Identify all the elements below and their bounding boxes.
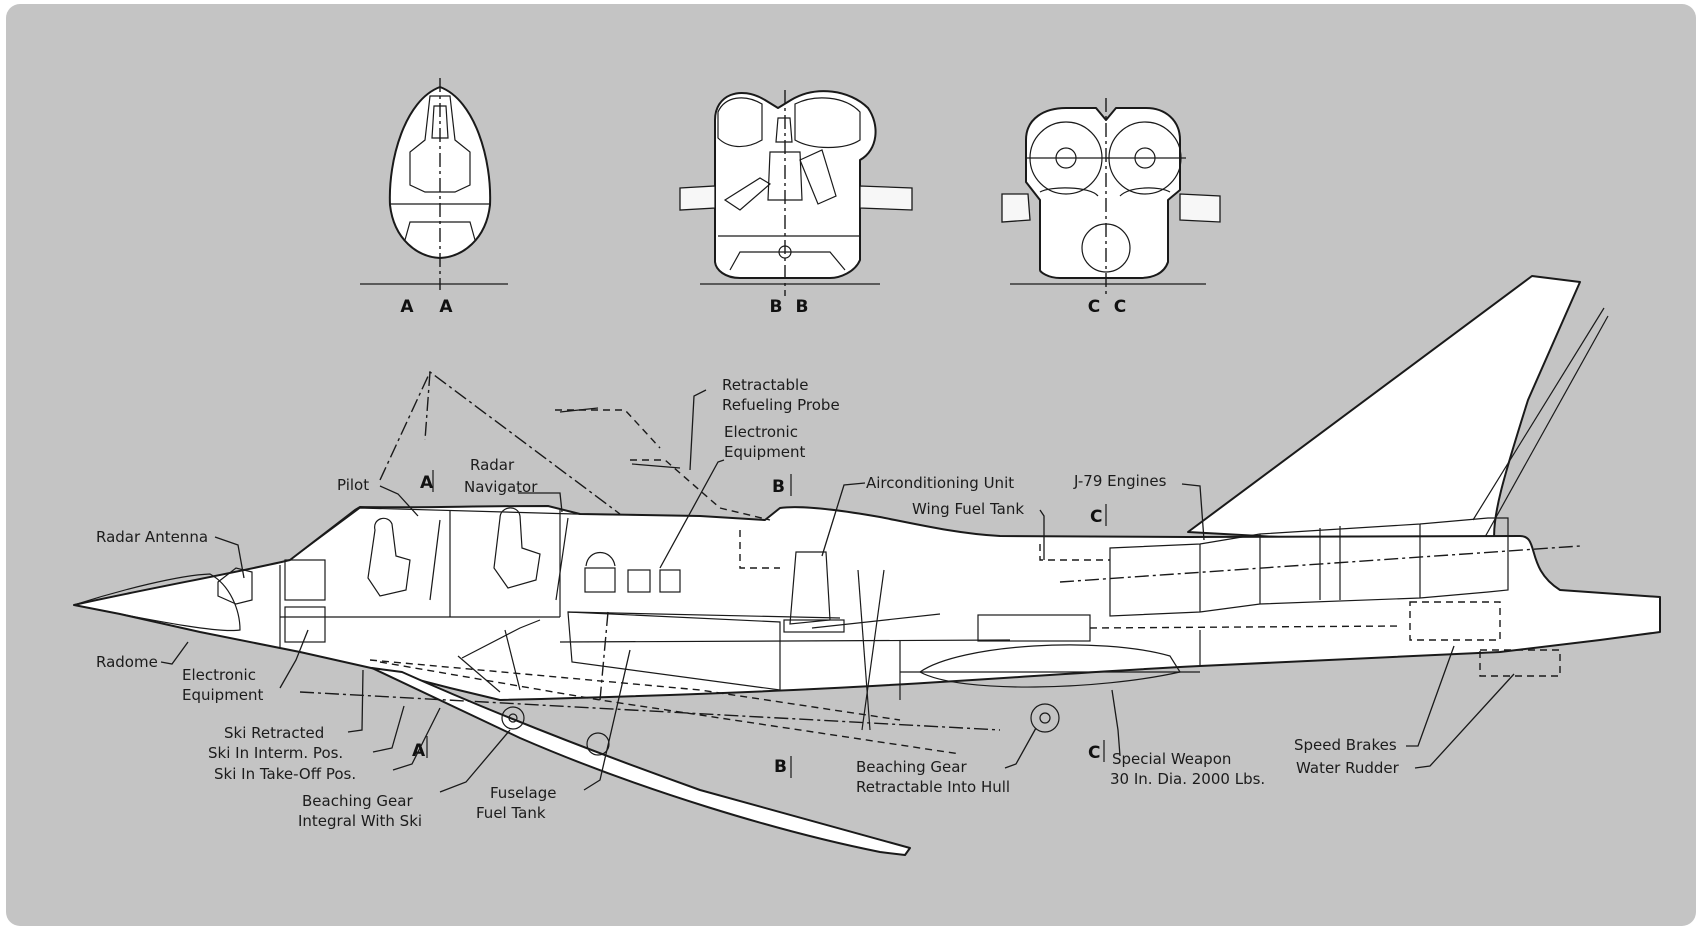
hydro-ski [299,569,1060,856]
marker-c-bottom: C [1088,743,1100,763]
label-water-rudder: Water Rudder [1296,759,1400,777]
label-refueling-probe-line2: Refueling Probe [722,396,840,414]
vertical-tail-fin [1187,275,1581,549]
diagram-panel: A A B B C C [6,4,1696,926]
label-ski-takeoff: Ski In Take-Off Pos. [214,765,356,783]
label-radome: Radome [96,653,158,671]
callout-leaders [160,389,1515,793]
label-wing-fuel-tank: Wing Fuel Tank [912,500,1024,518]
label-j79-engines: J-79 Engines [1073,472,1167,490]
label-beaching-gear-hull-line2: Retractable Into Hull [856,778,1010,796]
label-speed-brakes: Speed Brakes [1294,736,1397,754]
label-fuselage-fuel-tank-line1: Fuselage [490,784,556,802]
marker-c-top: C [1090,507,1102,527]
label-beaching-gear-hull-line1: Beaching Gear [856,758,967,776]
label-radar-navigator-line1: Radar [470,456,515,474]
section-c-right-letter: C [1114,297,1126,317]
section-b-left-letter: B [770,297,783,317]
label-special-weapon-line1: Special Weapon [1112,750,1231,768]
label-electronic-equipment-lower-line1: Electronic [182,666,256,684]
label-pilot: Pilot [337,476,369,494]
label-ski-interm: Ski In Interm. Pos. [208,744,343,762]
section-b-right-letter: B [796,297,809,317]
marker-b-bottom: B [774,757,787,777]
label-electronic-equipment-upper-line1: Electronic [724,423,798,441]
section-a-right-letter: A [439,297,453,317]
label-airconditioning-unit: Airconditioning Unit [866,474,1014,492]
label-radar-navigator-line2: Navigator [464,478,538,496]
label-radar-antenna: Radar Antenna [96,528,208,546]
marker-b-top: B [772,477,785,497]
aircraft-side-view [73,275,1661,701]
label-ski-retracted: Ski Retracted [224,724,324,742]
section-b-view: B B [679,90,913,317]
label-electronic-equipment-lower-line2: Equipment [182,686,264,704]
label-beaching-gear-ski-line1: Beaching Gear [302,792,413,810]
label-fuselage-fuel-tank-line2: Fuel Tank [476,804,546,822]
aircraft-cutaway-drawing: A A B B C C [73,78,1661,856]
callout-labels: Radar Antenna Pilot Radar Navigator Retr… [96,376,1400,830]
label-beaching-gear-ski-line2: Integral With Ski [298,812,422,830]
label-special-weapon-line2: 30 In. Dia. 2000 Lbs. [1110,770,1265,788]
section-a-left-letter: A [400,297,414,317]
section-c-view: C C [1001,98,1221,317]
marker-a-top: A [420,473,434,493]
label-refueling-probe-line1: Retractable [722,376,808,394]
fuselage-outline [73,505,1661,701]
section-c-left-letter: C [1088,297,1100,317]
section-a-view: A A [360,78,508,317]
label-electronic-equipment-upper-line2: Equipment [724,443,806,461]
